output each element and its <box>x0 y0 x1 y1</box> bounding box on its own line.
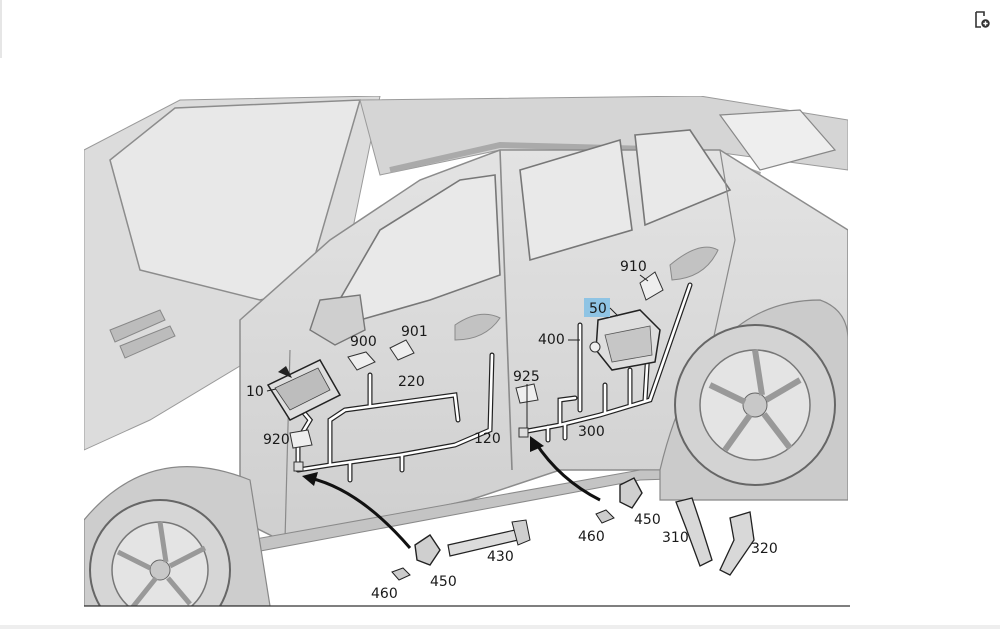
connector-920 <box>289 429 313 449</box>
callout-900[interactable]: 900 <box>350 334 377 350</box>
page-add-icon <box>975 11 990 28</box>
rear-door-control-unit[interactable] <box>589 309 661 371</box>
callout-460-rear[interactable]: 460 <box>578 529 605 545</box>
callout-925[interactable]: 925 <box>513 369 540 385</box>
pointer-arrow-rear <box>530 436 601 502</box>
part-430-grommet <box>447 519 531 557</box>
callout-300[interactable]: 300 <box>578 424 605 440</box>
callout-910[interactable]: 910 <box>620 259 647 275</box>
callout-460-front[interactable]: 460 <box>371 586 398 602</box>
callout-10[interactable]: 10 <box>246 384 264 400</box>
connector-901 <box>389 339 415 361</box>
part-460-front-screw <box>391 567 411 581</box>
pointer-arrow-front <box>302 472 412 549</box>
connector-900 <box>347 351 376 371</box>
page-add-button[interactable] <box>969 8 995 32</box>
front-door-control-unit[interactable] <box>266 359 342 421</box>
part-320-cover <box>719 511 755 576</box>
front-door-harness <box>282 352 495 483</box>
vehicle-illustration <box>84 96 848 606</box>
bottom-strip <box>0 625 1000 629</box>
callout-310[interactable]: 310 <box>662 530 689 546</box>
callout-320[interactable]: 320 <box>751 541 778 557</box>
leader-lines <box>266 274 649 462</box>
callout-901[interactable]: 901 <box>401 324 428 340</box>
callout-450-rear[interactable]: 450 <box>634 512 661 528</box>
part-450-rear <box>619 477 643 509</box>
callout-450-front[interactable]: 450 <box>430 574 457 590</box>
callout-120[interactable]: 120 <box>474 431 501 447</box>
callout-highlight <box>584 298 610 317</box>
callout-50[interactable]: 50 <box>589 301 607 317</box>
callout-430[interactable]: 430 <box>487 549 514 565</box>
callout-920[interactable]: 920 <box>263 432 290 448</box>
callout-labels: 50 10 120 220 300 310 320 400 430 450 45… <box>246 259 778 602</box>
callout-400[interactable]: 400 <box>538 332 565 348</box>
part-460-rear-screw <box>595 509 615 524</box>
rear-door-harness <box>519 282 693 443</box>
connector-body-front <box>293 461 304 472</box>
callout-220[interactable]: 220 <box>398 374 425 390</box>
part-310-cover <box>675 497 713 567</box>
connector-body-rear <box>518 427 529 438</box>
panel-edge <box>0 0 2 58</box>
part-450-front <box>414 534 441 566</box>
